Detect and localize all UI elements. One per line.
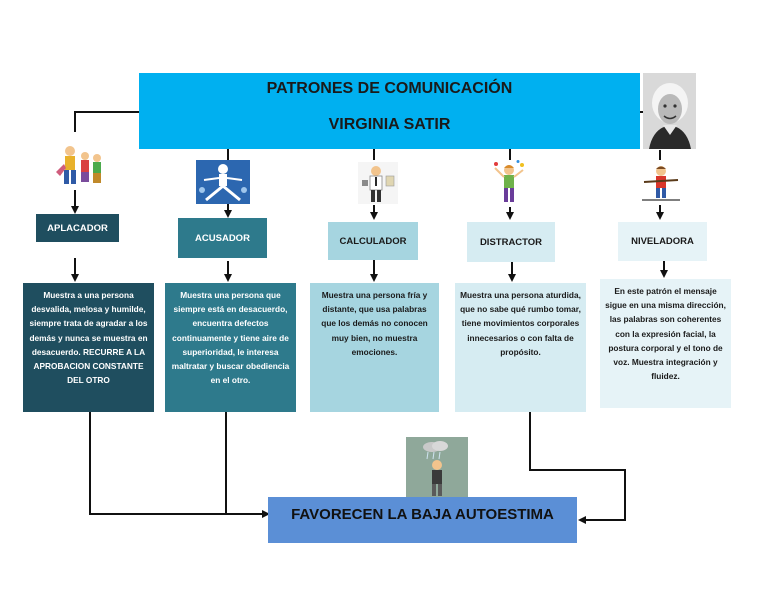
acusador-figure-icon (196, 160, 250, 204)
title-box: PATRONES DE COMUNICACIÓN VIRGINIA SATIR (139, 73, 640, 149)
title-line1: PATRONES DE COMUNICACIÓN (266, 80, 513, 97)
calculador-figure-icon (358, 162, 398, 204)
result-box: FAVORECEN LA BAJA AUTOESTIMA (268, 497, 577, 543)
label-aplacador: APLACADOR (36, 214, 119, 242)
description-distractor: Muestra una persona aturdida, que no sab… (455, 283, 586, 412)
distractor-figure-icon (492, 160, 526, 206)
title-line2: VIRGINIA SATIR (328, 116, 451, 133)
niveladora-figure-icon (642, 162, 680, 204)
description-aplacador: Muestra a una persona desvalida, melosa … (23, 283, 154, 412)
portrait-icon (643, 73, 696, 149)
label-niveladora: NIVELADORA (618, 222, 707, 261)
description-calculador: Muestra una persona fría y distante, que… (310, 283, 439, 412)
description-niveladora: En este patrón el mensaje sigue en una m… (600, 279, 731, 408)
label-acusador: ACUSADOR (178, 218, 267, 258)
description-acusador: Muestra una persona que siempre está en … (165, 283, 296, 412)
label-calculador: CALCULADOR (328, 222, 418, 260)
aplacador-figure-icon (52, 142, 108, 188)
sad-person-icon (406, 437, 468, 497)
label-distractor: DISTRACTOR (467, 222, 555, 262)
